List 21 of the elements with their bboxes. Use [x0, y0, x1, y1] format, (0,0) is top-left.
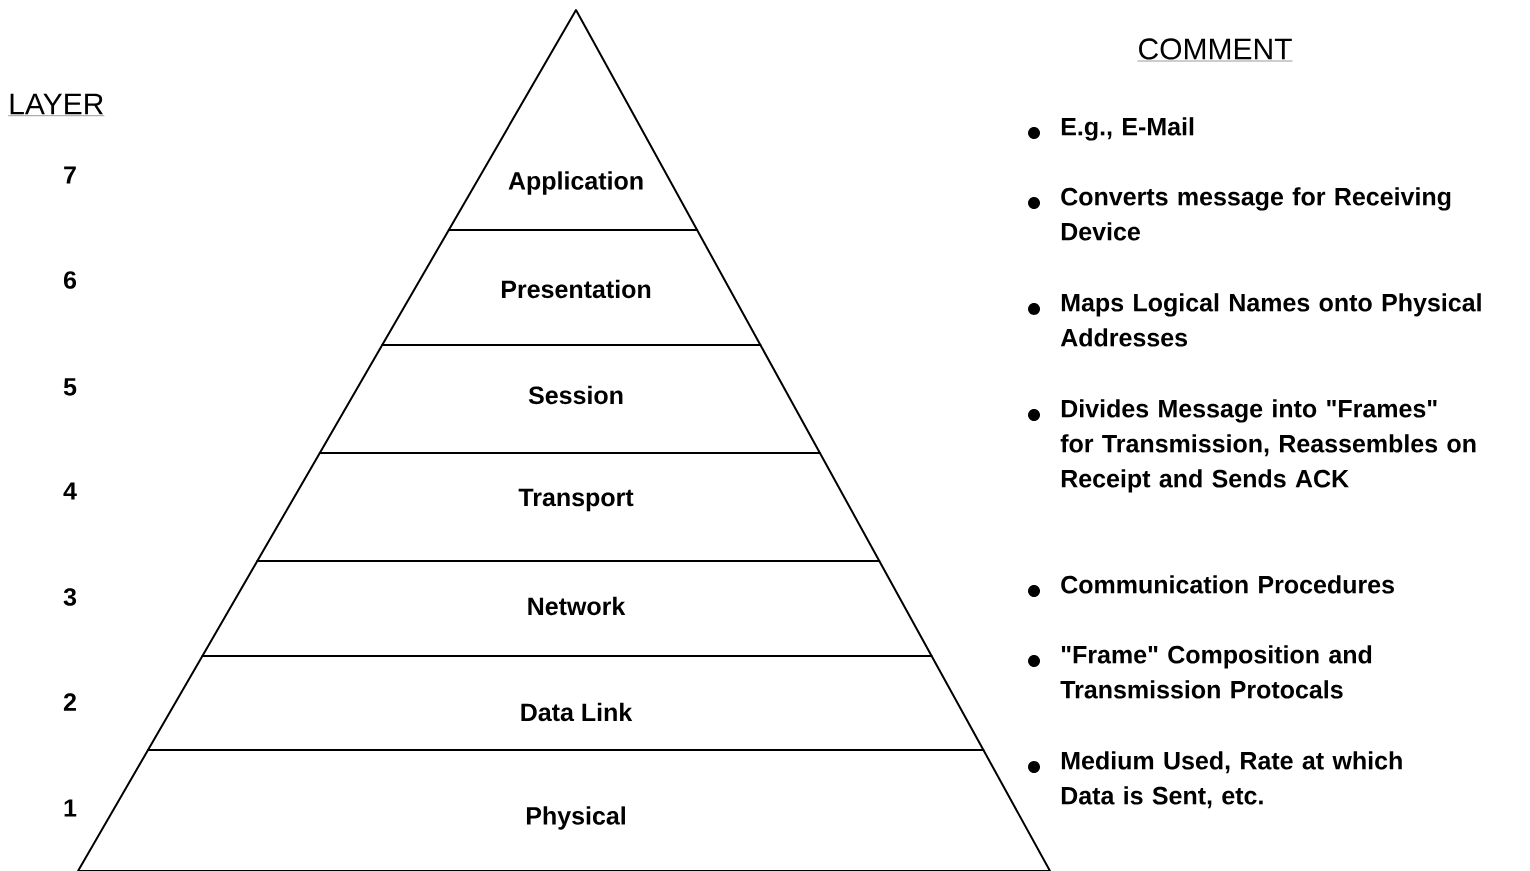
column-heading: LAYER [8, 93, 105, 116]
layer-number: 2 [63, 693, 76, 711]
pyramid-layer: Application [447, 9, 699, 231]
pyramid-layer: Network [201, 560, 933, 657]
bullet-item: Converts message for Receiving Device [1028, 187, 1451, 241]
bullet-item: Communication Procedures [1028, 575, 1394, 597]
layer-number: 3 [63, 588, 77, 606]
bullet-item: Divides Message into "Frames" for Transmission, Reassembles on Receipt and Sends ACK [1028, 399, 1476, 493]
bullet-item: Maps Logical Names onto Physical Addresses [1028, 293, 1481, 347]
column-heading: COMMENT [1137, 38, 1293, 62]
layer-number: 7 [64, 166, 76, 184]
pyramid-layer: Presentation [381, 229, 762, 346]
pyramid-layer: Physical [77, 749, 1051, 871]
bullet-item: "Frame" Composition and Transmission Protocals [1028, 645, 1372, 699]
pyramid-layer: Session [318, 344, 821, 454]
pyramid-layer: Data Link [147, 655, 985, 751]
bullet-item: E.g., E-Mail [1028, 117, 1194, 141]
layer-number: 5 [63, 378, 77, 396]
layer-number: 4 [63, 482, 77, 500]
layer-number: 6 [63, 271, 77, 289]
pyramid-layer: Transport [256, 452, 881, 562]
